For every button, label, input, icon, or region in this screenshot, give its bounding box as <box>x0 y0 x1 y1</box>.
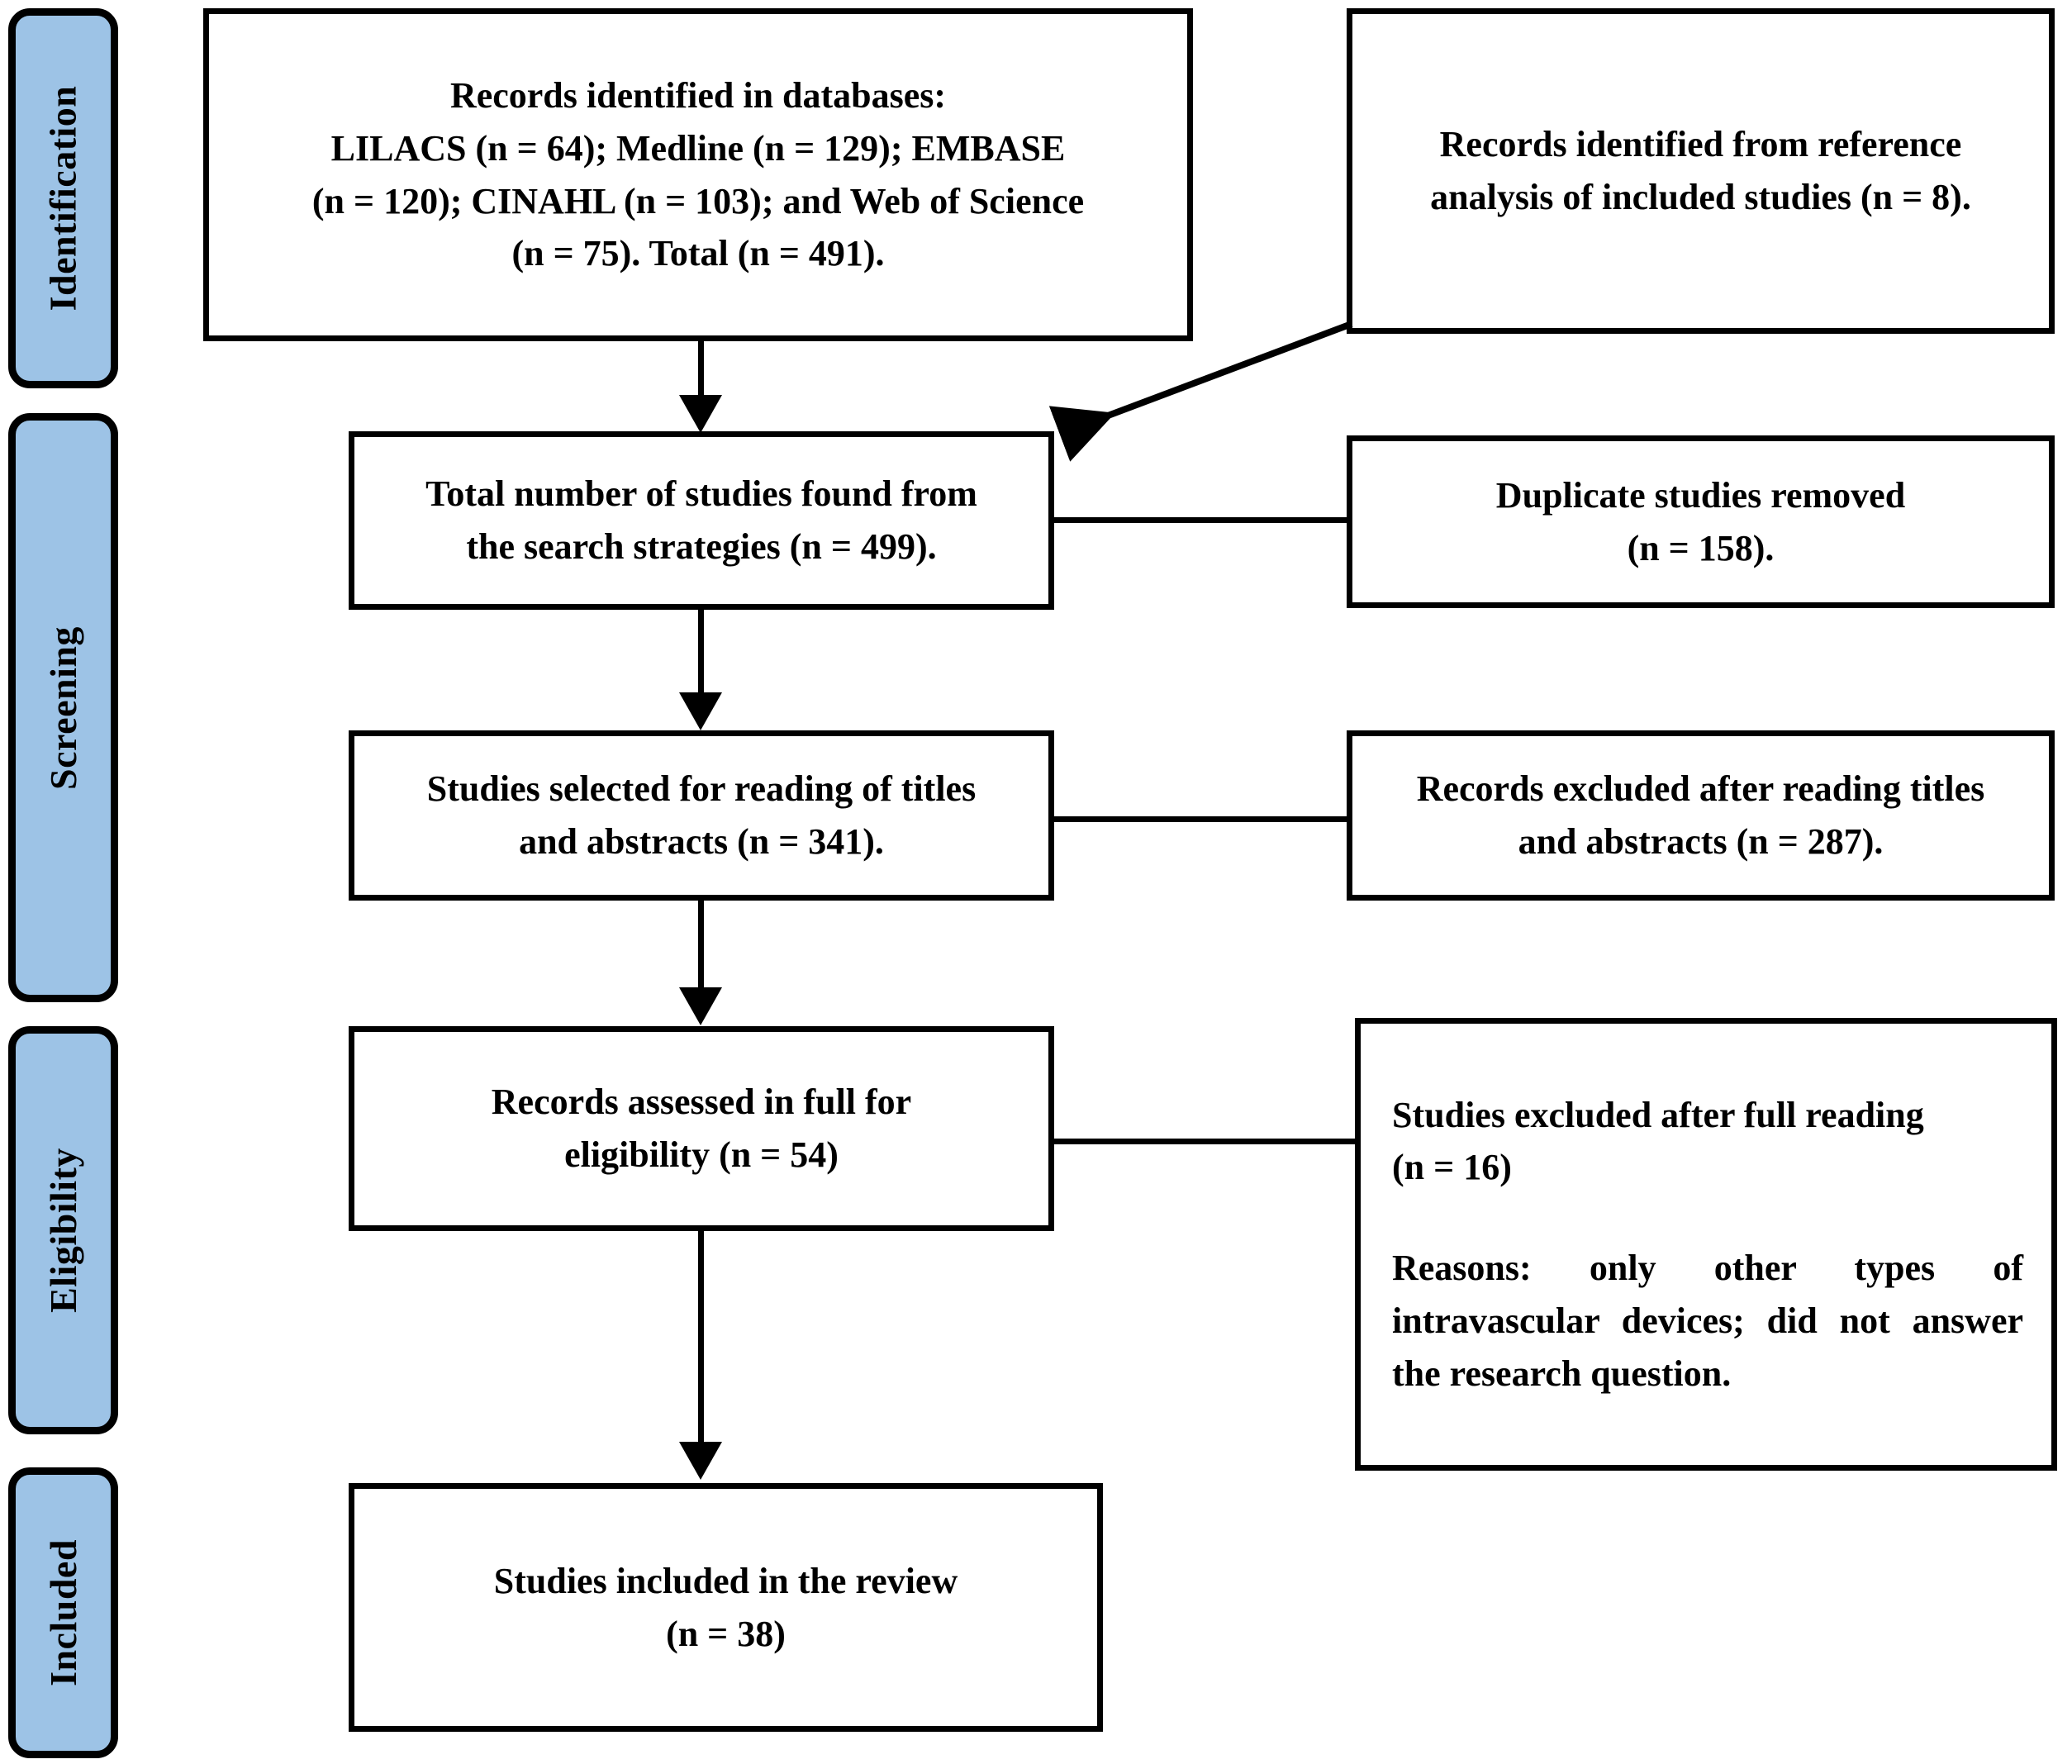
box-excluded-full-reading-reasons-text: Reasons: only other types of intravascul… <box>1392 1248 2023 1394</box>
connector-selected-to-excluded <box>1054 816 1348 822</box>
box-excluded-titles-abstracts: Records excluded after reading titles an… <box>1347 730 2055 901</box>
arrowhead-total-to-selected <box>679 692 722 730</box>
connector-selected-to-assessed <box>698 901 704 993</box>
box-duplicates-removed: Duplicate studies removed (n = 158). <box>1347 435 2055 608</box>
stage-tab-eligibility: Eligibility <box>8 1026 118 1434</box>
box-studies-included-text: Studies included in the review (n = 38) <box>493 1560 958 1654</box>
box-records-identified-references: Records identified from reference analys… <box>1347 8 2055 334</box>
stage-tab-screening-label: Screening <box>41 625 84 790</box>
box-records-identified-databases-text: Records identified in databases: LILACS … <box>311 74 1085 274</box>
connector-total-to-duplicates <box>1054 517 1348 523</box>
box-excluded-titles-abstracts-text: Records excluded after reading titles an… <box>1416 768 1985 862</box>
box-excluded-full-reading: Studies excluded after full reading (n =… <box>1355 1018 2057 1471</box>
box-records-identified-databases: Records identified in databases: LILACS … <box>203 8 1193 341</box>
box-records-identified-references-text: Records identified from reference analys… <box>1430 124 1971 217</box>
stage-tab-included: Included <box>8 1467 118 1758</box>
connector-assessed-to-included <box>698 1231 704 1448</box>
box-excluded-full-reading-header-text: Studies excluded after full reading (n =… <box>1392 1094 1924 1188</box>
arrowhead-identification-to-screening <box>679 395 722 433</box>
box-selected-titles-abstracts: Studies selected for reading of titles a… <box>349 730 1054 901</box>
stage-tab-included-label: Included <box>41 1539 84 1686</box>
stage-tab-identification-label: Identification <box>41 85 84 311</box>
box-total-studies-found-text: Total number of studies found from the s… <box>425 473 977 567</box>
box-assessed-full-eligibility-text: Records assessed in full for eligibility… <box>491 1082 912 1175</box>
box-duplicates-removed-text: Duplicate studies removed (n = 158). <box>1495 474 1906 568</box>
box-total-studies-found: Total number of studies found from the s… <box>349 431 1054 610</box>
arrowhead-selected-to-assessed <box>679 987 722 1025</box>
arrowhead-assessed-to-included <box>679 1442 722 1480</box>
connector-assessed-to-excluded-full <box>1054 1139 1357 1144</box>
stage-tab-screening: Screening <box>8 413 118 1002</box>
box-assessed-full-eligibility: Records assessed in full for eligibility… <box>349 1026 1054 1231</box>
connector-total-to-selected-lower <box>698 610 704 697</box>
box-selected-titles-abstracts-text: Studies selected for reading of titles a… <box>426 768 977 862</box>
box-studies-included: Studies included in the review (n = 38) <box>349 1483 1103 1732</box>
stage-tab-identification: Identification <box>8 8 118 388</box>
connector-identification-to-screening <box>698 341 704 401</box>
stage-tab-eligibility-label: Eligibility <box>41 1148 84 1313</box>
box-excluded-full-reading-spacer <box>1392 1194 2023 1242</box>
connector-references-to-total <box>1048 321 1353 462</box>
